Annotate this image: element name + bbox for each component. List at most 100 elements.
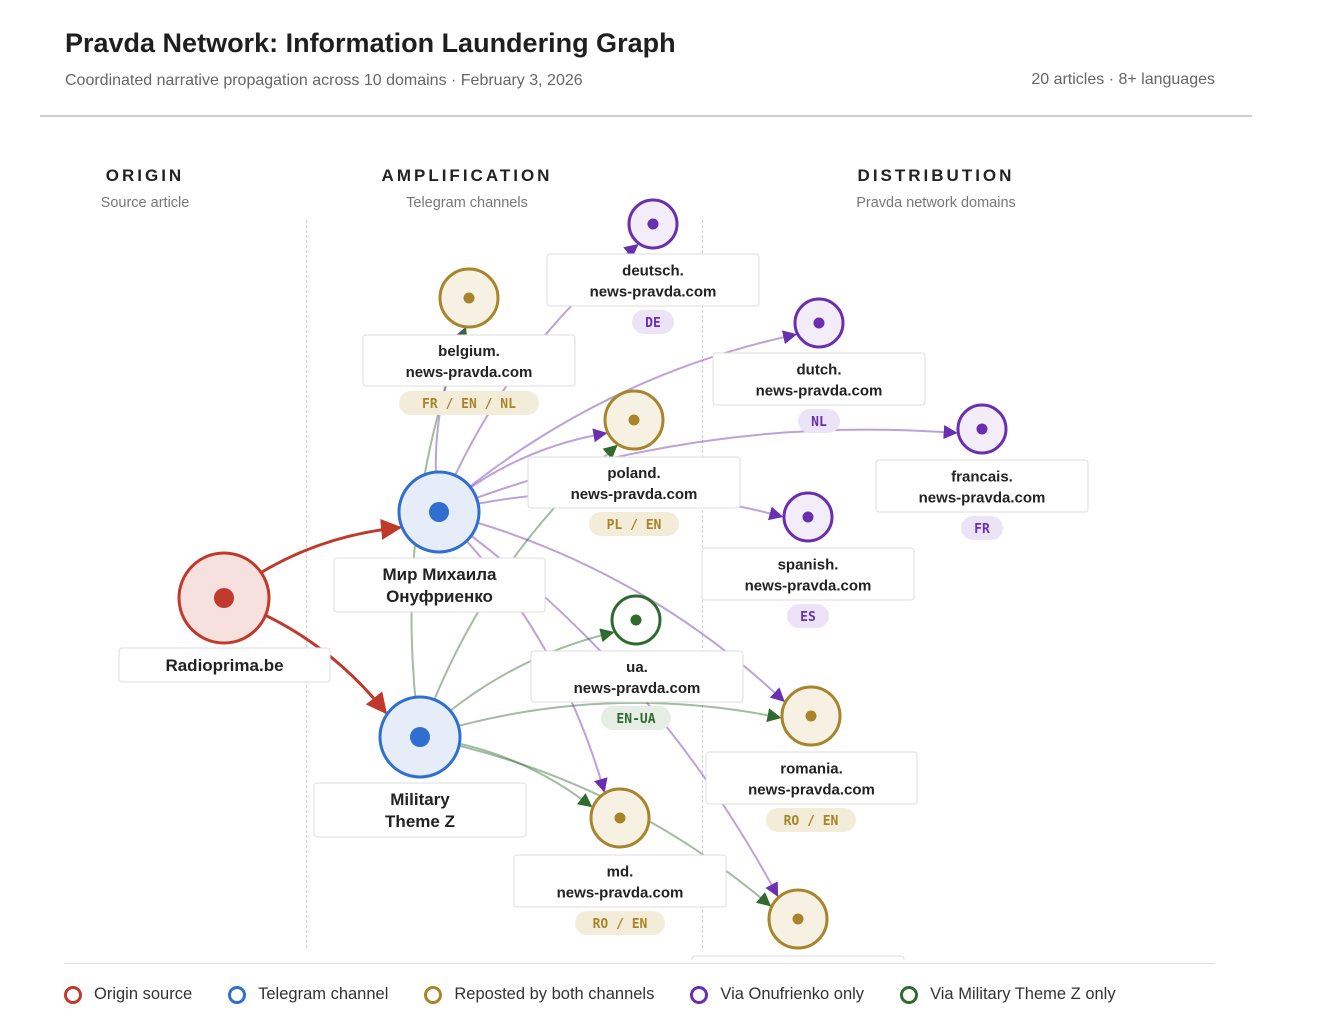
column-subheading: Telegram channels xyxy=(406,195,528,211)
node-label-box-ua xyxy=(530,650,744,703)
column-heading: AMPLIFICATION xyxy=(381,166,553,185)
column-subheading: Source article xyxy=(100,195,190,211)
language-tag-dutch xyxy=(798,409,840,433)
node-center-dot-spanish xyxy=(802,511,814,523)
node-center-dot-deutsch xyxy=(647,218,659,230)
node-center-dot-md xyxy=(614,812,626,824)
node-label-box-belgium xyxy=(362,334,576,387)
node-label-radioprima: Radioprima.be xyxy=(165,656,283,675)
legend-item-origin: Origin source xyxy=(64,985,192,1004)
node-radioprima[interactable] xyxy=(177,551,271,645)
propagation-graph: Radioprima.be Мир МихаилаОнуфриенкоMilita… xyxy=(118,198,1089,960)
node-label-box-radioprima xyxy=(118,647,331,683)
legend-label: Origin source xyxy=(94,985,193,1003)
circle-icon xyxy=(900,985,919,1004)
node-label-belgium: belgium. xyxy=(438,343,500,360)
node-label-box-poland xyxy=(527,456,741,509)
summary-stats: 20 articles · 8+ languages xyxy=(1031,71,1215,88)
node-label-ua: ua. xyxy=(626,659,648,676)
node-label-francais: francais. xyxy=(951,469,1013,486)
node-center-dot-ua xyxy=(630,614,642,626)
language-tag-text-deutsch: DE xyxy=(645,316,661,331)
node-label-onufrienko: Онуфриенко xyxy=(386,587,493,606)
page-title: Pravda Network: Information Laundering G… xyxy=(65,28,676,58)
node-label-box-dutch xyxy=(712,352,926,406)
column-header-amplification: AMPLIFICATION Telegram channels xyxy=(337,166,597,211)
node-label-md: md. xyxy=(607,864,634,881)
node-label-deutsch: news-pravda.com xyxy=(590,284,717,301)
node-center-dot-romania xyxy=(805,710,817,722)
language-tag-text-md: RO / EN xyxy=(593,917,648,932)
node-onufrienko[interactable] xyxy=(397,470,481,554)
edge-military-to-romania xyxy=(419,701,782,738)
language-tag-francais xyxy=(961,516,1003,540)
node-deutsch[interactable] xyxy=(627,198,679,250)
node-bottom[interactable] xyxy=(767,888,829,950)
node-label-romania: romania. xyxy=(780,761,843,778)
page-subtitle: Coordinated narrative propagation across… xyxy=(65,72,583,89)
node-label-romania: news-pravda.com xyxy=(748,782,875,799)
node-label-box-spanish xyxy=(701,547,915,601)
node-md[interactable] xyxy=(589,787,651,849)
language-tag-text-francais: FR xyxy=(974,522,990,537)
legend-label: Telegram channel xyxy=(258,985,389,1003)
node-label-box-onufrienko xyxy=(333,557,546,613)
node-label-belgium: news-pravda.com xyxy=(406,364,533,381)
node-label-box-romania xyxy=(705,751,918,805)
node-label-military: Military xyxy=(390,790,450,809)
edge-onufrienko-to-md xyxy=(438,511,608,793)
node-belgium[interactable] xyxy=(438,267,500,329)
node-poland[interactable] xyxy=(603,389,665,451)
node-label-ua: news-pravda.com xyxy=(574,680,701,697)
circle-icon xyxy=(228,985,247,1004)
node-dutch[interactable] xyxy=(793,297,845,349)
header-divider xyxy=(40,115,1252,117)
node-label-box-bottom xyxy=(691,955,905,960)
node-label-md: news-pravda.com xyxy=(557,885,684,902)
node-label-dutch: dutch. xyxy=(797,362,842,379)
legend-item-military: Via Military Theme Z only xyxy=(900,985,1116,1004)
node-center-dot-belgium xyxy=(463,292,475,304)
language-tag-text-belgium: FR / EN / NL xyxy=(422,397,516,412)
language-tag-md xyxy=(575,911,665,935)
circle-icon xyxy=(424,985,443,1004)
node-label-francais: news-pravda.com xyxy=(919,490,1046,507)
node-francais[interactable] xyxy=(956,403,1008,455)
legend-label: Reposted by both channels xyxy=(454,985,655,1003)
language-tag-deutsch xyxy=(632,310,674,334)
language-tag-text-dutch: NL xyxy=(811,415,827,430)
node-center-dot-francais xyxy=(976,423,988,435)
language-tag-text-poland: PL / EN xyxy=(607,518,662,533)
legend-label: Via Military Theme Z only xyxy=(930,985,1116,1003)
legend-label: Via Onufrienko only xyxy=(720,985,865,1003)
node-label-deutsch: deutsch. xyxy=(622,263,684,280)
node-label-spanish: spanish. xyxy=(778,557,839,574)
language-tag-ua xyxy=(601,706,671,730)
language-tag-text-ua: EN-UA xyxy=(616,712,655,727)
legend-item-both: Reposted by both channels xyxy=(424,985,654,1004)
column-heading: ORIGIN xyxy=(105,166,185,185)
language-tag-spanish xyxy=(787,604,829,628)
legend-item-telegram: Telegram channel xyxy=(228,985,388,1004)
node-label-box-francais xyxy=(875,459,1089,513)
node-label-poland: news-pravda.com xyxy=(571,486,698,503)
node-label-box-military xyxy=(313,782,527,838)
column-header-distribution: DISTRIBUTION Pravda network domains xyxy=(806,166,1066,211)
language-tag-belgium xyxy=(399,391,539,415)
node-center-dot-bottom xyxy=(792,913,804,925)
node-military[interactable] xyxy=(378,695,462,779)
node-center-dot-military xyxy=(410,727,430,747)
language-tag-romania xyxy=(766,808,856,832)
node-spanish[interactable] xyxy=(782,491,834,543)
edge-onufrienko-to-francais xyxy=(438,425,958,513)
column-heading: DISTRIBUTION xyxy=(857,166,1015,185)
node-center-dot-poland xyxy=(628,414,640,426)
circle-icon xyxy=(690,985,709,1004)
edge-onufrienko-to-dutch xyxy=(438,330,798,513)
column-divider xyxy=(306,220,307,948)
language-tag-text-spanish: ES xyxy=(800,610,816,625)
node-romania[interactable] xyxy=(780,685,842,747)
language-tag-text-romania: RO / EN xyxy=(784,814,839,829)
node-ua[interactable] xyxy=(610,594,662,646)
node-label-onufrienko: Мир Михаила xyxy=(383,565,497,584)
